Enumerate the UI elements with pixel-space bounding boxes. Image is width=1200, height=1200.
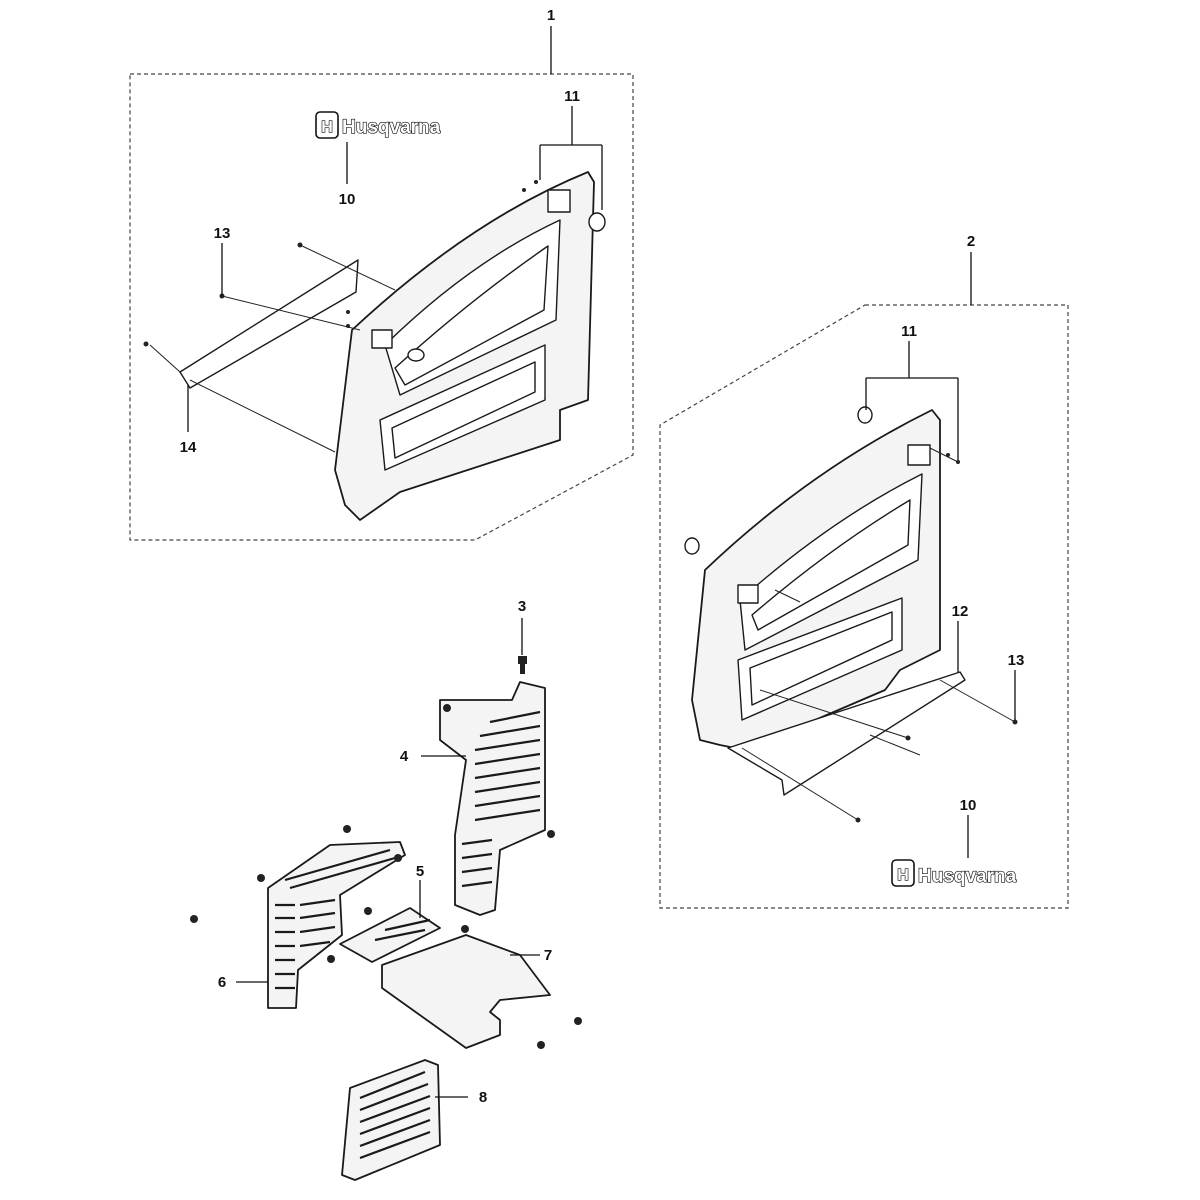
callout-11-upper: 11 xyxy=(564,88,580,105)
logo-text-lower: Husqvarna xyxy=(918,866,1017,887)
grille-shield-4 xyxy=(439,681,555,916)
bracket-5 xyxy=(327,907,441,963)
svg-text:H: H xyxy=(321,119,333,136)
husqvarna-logo-lower: H Husqvarna xyxy=(891,859,1017,888)
callout-1: 1 xyxy=(547,7,555,24)
trim-rail-left xyxy=(179,259,359,389)
callout-3: 3 xyxy=(518,598,526,615)
svg-text:H: H xyxy=(897,867,909,884)
callout-10-upper: 10 xyxy=(339,191,356,208)
assembly-group-1: H Husqvarna xyxy=(129,26,634,541)
grille-panel-8 xyxy=(341,1059,441,1181)
grille-shield-6 xyxy=(190,825,406,1009)
husqvarna-logo-upper: H Husqvarna xyxy=(315,111,441,139)
callout-7: 7 xyxy=(544,947,552,964)
lower-shields-group xyxy=(190,618,582,1181)
callout-13-upper: 13 xyxy=(214,225,231,242)
trim-rail-right xyxy=(727,671,966,796)
callout-6: 6 xyxy=(218,974,226,991)
callout-13-lower: 13 xyxy=(1008,652,1025,669)
callout-10-lower: 10 xyxy=(960,797,977,814)
assembly-group-2: H Husqvarna xyxy=(659,252,1069,909)
callout-4: 4 xyxy=(400,748,409,765)
callout-2: 2 xyxy=(967,233,975,250)
callout-14: 14 xyxy=(180,439,197,456)
side-panel-left xyxy=(334,171,606,521)
side-panel-right xyxy=(684,406,941,751)
callout-5: 5 xyxy=(416,863,424,880)
base-plate-7 xyxy=(381,925,582,1049)
callout-8: 8 xyxy=(479,1089,487,1106)
screw-3 xyxy=(518,656,527,674)
callout-labels: 1 2 3 4 5 6 7 8 10 10 11 11 12 13 13 14 xyxy=(180,7,1025,1106)
logo-text-upper: Husqvarna xyxy=(342,117,441,138)
callout-11-lower: 11 xyxy=(901,323,917,340)
callout-12: 12 xyxy=(952,603,969,620)
